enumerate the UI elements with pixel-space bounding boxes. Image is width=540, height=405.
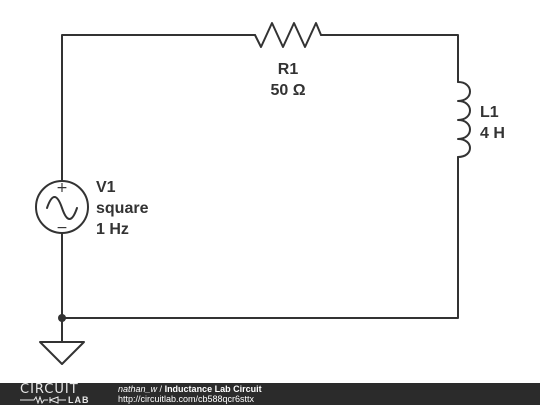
source-name-label: V1 — [96, 179, 116, 196]
inductor-name-label: L1 — [480, 104, 499, 121]
resistor-name-label: R1 — [277, 61, 299, 78]
source-minus-sign: − — [56, 220, 68, 236]
sine-wave-icon — [46, 196, 78, 220]
source-type-label: square — [96, 200, 149, 217]
source-frequency-label: 1 Hz — [96, 221, 129, 238]
source-plus-sign: + — [56, 180, 68, 196]
footer-title-line: nathan_w / Inductance Lab Circuit — [118, 384, 262, 395]
inductor-value-label: 4 H — [480, 125, 505, 142]
resistor-r1-symbol — [254, 22, 322, 48]
circuit-schematic: + − — [35, 22, 471, 365]
title-separator: / — [157, 384, 165, 394]
author-link[interactable]: nathan_w — [118, 384, 158, 394]
circuit-title[interactable]: Inductance Lab Circuit — [164, 384, 262, 394]
footer-bar: CIRCUIT LAB nathan_w / Inductance Lab Ci… — [0, 383, 540, 405]
wire-top-right — [320, 34, 459, 83]
circuitlab-logo-text[interactable]: CIRCUIT — [20, 382, 79, 397]
logo-resistor-icon — [20, 396, 66, 404]
circuitlab-logo-lab: LAB — [68, 395, 90, 405]
inductor-l1-symbol — [457, 81, 471, 158]
resistor-value-label: 50 Ω — [270, 82, 306, 99]
wire-top-left — [61, 34, 256, 181]
voltage-source-v1-symbol — [35, 180, 89, 234]
circuit-url-link[interactable]: http://circuitlab.com/cb588qcr6sttx — [118, 394, 255, 404]
junction-node — [58, 314, 66, 322]
ground-symbol — [39, 341, 85, 365]
wire-right — [61, 156, 459, 319]
